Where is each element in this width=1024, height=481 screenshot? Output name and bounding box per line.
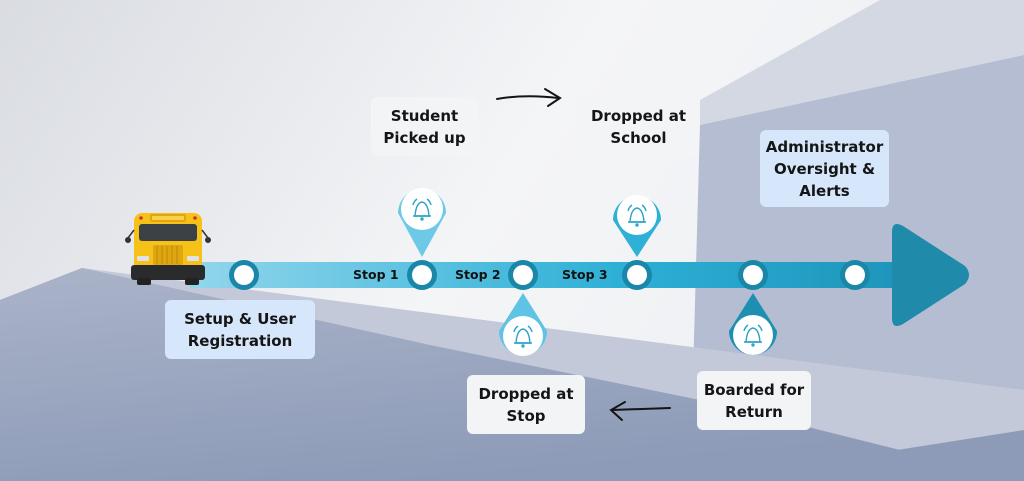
timeline-node-setup[interactable] bbox=[229, 260, 259, 290]
stop-label-3: Stop 3 bbox=[562, 267, 608, 282]
timeline-node-admin[interactable] bbox=[840, 260, 870, 290]
hand-drawn-arrow-icon bbox=[609, 401, 671, 421]
step-boarded-for-return: Boarded for Return bbox=[697, 371, 811, 430]
timeline-node-stop-2[interactable] bbox=[508, 260, 538, 290]
step-administrator-oversight: Administrator Oversight & Alerts bbox=[760, 130, 889, 207]
bell-icon bbox=[412, 198, 432, 221]
timeline-track bbox=[190, 262, 900, 288]
school-bus-icon bbox=[125, 213, 211, 285]
step-setup-registration: Setup & User Registration bbox=[165, 300, 315, 359]
bell-icon bbox=[627, 204, 647, 227]
alert-pin-school bbox=[613, 195, 661, 257]
alert-pin-picked-up bbox=[398, 188, 446, 257]
stop-label-2: Stop 2 bbox=[455, 267, 501, 282]
bell-icon bbox=[513, 325, 533, 348]
step-dropped-at-school: Dropped at School bbox=[578, 97, 699, 156]
step-dropped-at-stop: Dropped at Stop bbox=[467, 375, 585, 434]
timeline-node-stop-1[interactable] bbox=[407, 260, 437, 290]
step-student-picked-up: Student Picked up bbox=[371, 97, 478, 156]
timeline-arrowhead bbox=[892, 224, 969, 326]
bell-icon bbox=[743, 324, 763, 347]
timeline-node-return[interactable] bbox=[738, 260, 768, 290]
alert-pin-dropped-stop bbox=[499, 293, 547, 356]
hand-drawn-arrow-icon bbox=[496, 88, 562, 107]
stop-label-1: Stop 1 bbox=[353, 267, 399, 282]
timeline-node-stop-3[interactable] bbox=[622, 260, 652, 290]
alert-pin-boarded bbox=[729, 293, 777, 355]
